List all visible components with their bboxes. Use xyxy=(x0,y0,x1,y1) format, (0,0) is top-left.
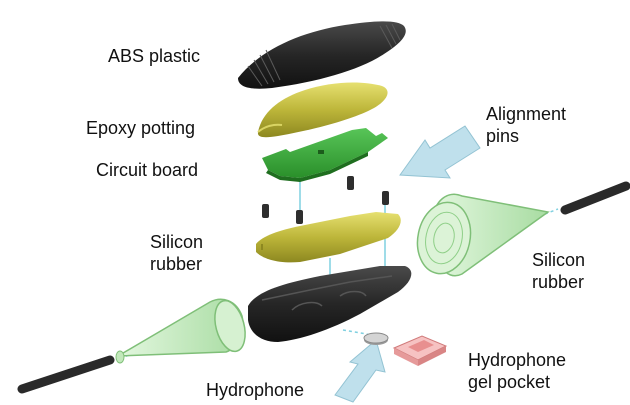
label-alignment-pins-line2: pins xyxy=(486,126,519,147)
label-hydrophone-gel-pocket-line2: gel pocket xyxy=(468,372,550,393)
label-hydrophone-gel-pocket-line1: Hydrophone xyxy=(468,350,566,371)
label-hydrophone: Hydrophone xyxy=(206,380,304,401)
silicon-rubber-cone-left xyxy=(116,297,250,363)
label-silicon-rubber-left-line1: Silicon xyxy=(150,232,203,253)
cable-right xyxy=(565,186,626,210)
abs-plastic-shell xyxy=(238,21,406,88)
hydrophone-gel-pocket xyxy=(394,336,446,366)
silicon-rubber-pad xyxy=(256,212,401,262)
epoxy-potting xyxy=(258,83,388,138)
hydrophone-arrow xyxy=(335,340,385,402)
circuit-board xyxy=(262,128,388,182)
label-abs-plastic: ABS plastic xyxy=(108,46,200,67)
label-circuit-board: Circuit board xyxy=(96,160,198,181)
label-epoxy-potting: Epoxy potting xyxy=(86,118,195,139)
label-silicon-rubber-left-line2: rubber xyxy=(150,254,202,275)
silicon-rubber-cone-right xyxy=(411,194,548,278)
abs-base-housing xyxy=(248,266,411,342)
label-alignment-pins-line1: Alignment xyxy=(486,104,566,125)
label-silicon-rubber-right-line2: rubber xyxy=(532,272,584,293)
cable-left xyxy=(22,360,110,389)
hydrophone-disc xyxy=(364,333,388,345)
label-silicon-rubber-right-line1: Silicon xyxy=(532,250,585,271)
alignment-arrow xyxy=(400,126,480,178)
